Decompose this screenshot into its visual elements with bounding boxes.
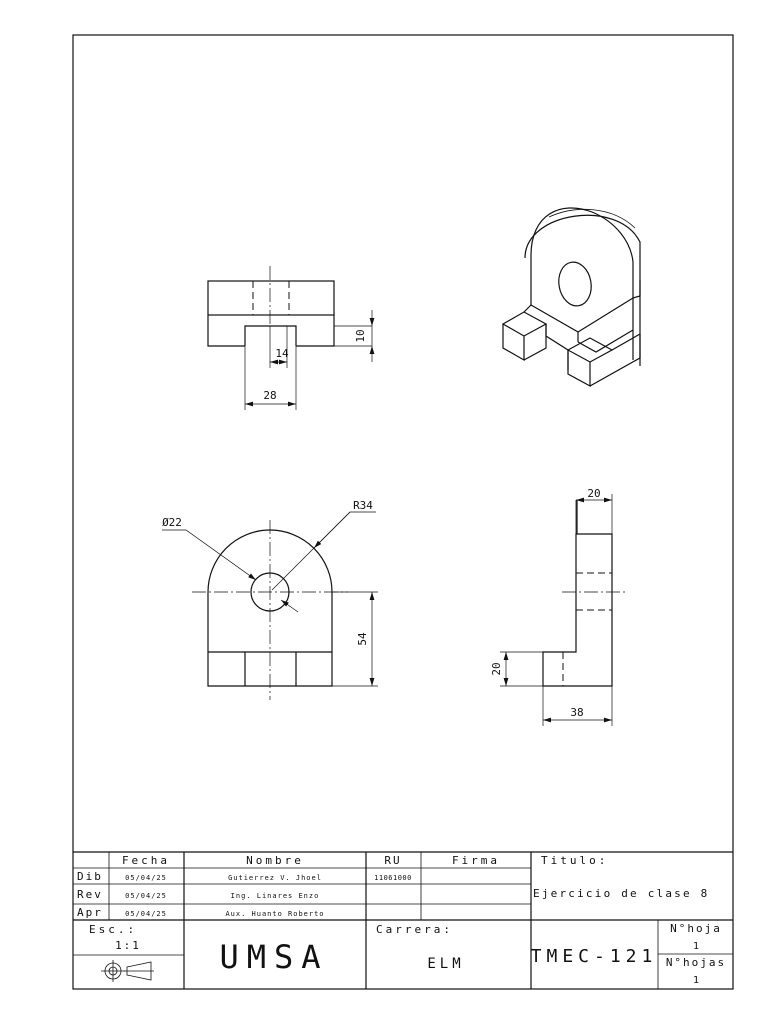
titulo-label: Titulo: (541, 854, 608, 867)
row-dib-role: Dib (77, 870, 103, 883)
dim-side-top-width: 20 (587, 487, 600, 500)
dim-front-radius: R34 (353, 499, 373, 512)
row-dib-name: Gutierrez V. Jhoel (228, 874, 322, 882)
carrera-label: Carrera: (376, 923, 453, 936)
dim-front-height: 54 (356, 632, 369, 646)
institution-name: UMSA (219, 938, 328, 976)
top-view (207, 266, 375, 410)
row-apr-date: 05/04/25 (125, 910, 167, 918)
escala-label: Esc.: (89, 923, 137, 936)
carrera-value: ELM (427, 956, 464, 972)
row-rev-date: 05/04/25 (125, 892, 167, 900)
hojas-label: N°hojas (666, 956, 726, 969)
row-dib-date: 05/04/25 (125, 874, 167, 882)
title-block-grid (73, 851, 733, 989)
first-angle-projection-icon (101, 960, 154, 982)
isometric-view (501, 207, 641, 388)
header-ru: RU (384, 854, 401, 867)
row-dib-ru: 11061000 (374, 874, 412, 882)
row-apr-role: Apr (77, 906, 103, 919)
sheet-border (72, 34, 734, 990)
dim-top-overall-width: 28 (263, 389, 276, 402)
header-nombre: Nombre (246, 854, 304, 867)
row-rev-role: Rev (77, 888, 103, 901)
front-view (162, 511, 378, 700)
row-rev-name: Ing. Linares Enzo (231, 892, 320, 900)
header-fecha: Fecha (122, 854, 170, 867)
row-apr-name: Aux. Huanto Roberto (225, 910, 324, 918)
dim-side-depth: 38 (570, 706, 583, 719)
dim-top-slot-width: 14 (275, 347, 289, 360)
escala-value: 1:1 (115, 939, 141, 952)
hoja-value: 1 (693, 941, 699, 952)
titulo-value: Ejercicio de clase 8 (533, 887, 709, 900)
hoja-label: N°hoja (670, 922, 722, 935)
drawing-code: TMEC-121 (531, 946, 658, 967)
dim-side-base-height: 20 (490, 662, 503, 675)
dim-top-height: 10 (354, 329, 367, 342)
dim-front-hole-diameter: Ø22 (162, 516, 182, 529)
side-view (500, 494, 628, 726)
hojas-value: 1 (693, 975, 699, 986)
header-firma: Firma (452, 854, 500, 867)
